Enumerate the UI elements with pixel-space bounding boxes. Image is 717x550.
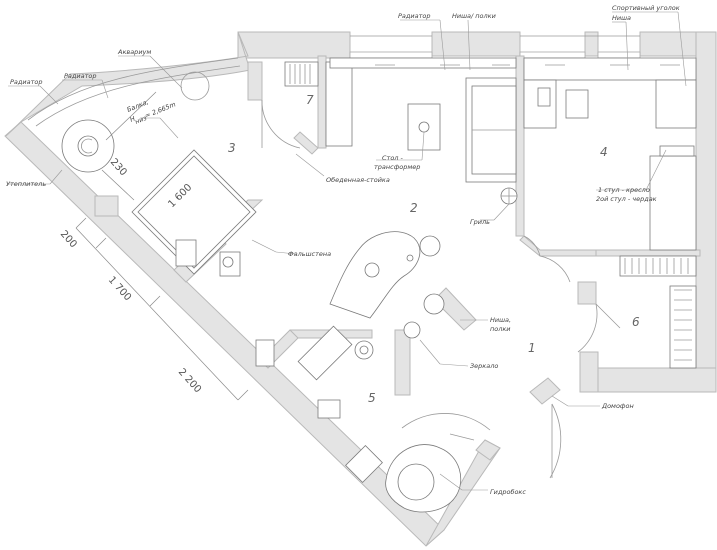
dimension-lines [75, 91, 249, 401]
outer-walls [4, 31, 717, 547]
label-chair-2: 2ой стул - чердак [596, 195, 657, 203]
label-false-wall: Фальшстена [288, 250, 331, 258]
label-sport-corner: Спортивный уголок [612, 4, 680, 12]
label-niche: Ниша [612, 14, 631, 22]
furniture [61, 57, 697, 513]
label-hydrobox: Гидробокс [490, 488, 526, 496]
label-intercom: Домофон [601, 402, 634, 410]
label-grill: Гриль [470, 218, 490, 226]
label-table-1: Стол - [382, 154, 404, 162]
room-number-2: 2 [410, 201, 418, 215]
label-mirror: Зеркало [470, 362, 498, 370]
label-niche-shelves-2: полки [490, 325, 511, 333]
room-number-1: 1 [528, 341, 536, 355]
label-table-2: трансформер [374, 163, 420, 171]
room-number-6: 6 [632, 315, 640, 329]
label-aquarium: Аквариум [117, 48, 151, 56]
label-chair-1: 1 стул - кресло [598, 186, 650, 194]
dim-2200: 2 200 [176, 367, 203, 396]
label-insulation: Утеплитель [6, 180, 46, 188]
room-numbers: 1 2 3 4 5 6 7 [228, 93, 640, 405]
room-number-3: 3 [228, 141, 236, 155]
label-bar-table: Обеденная-стойка [326, 176, 390, 184]
dim-230: 230 [108, 157, 129, 179]
windows [27, 35, 641, 127]
room-number-5: 5 [368, 391, 376, 405]
room-number-4: 4 [600, 145, 608, 159]
label-radiator-top: Радиатор [398, 12, 431, 20]
label-niche-shelf-top: Ниша/ полки [452, 12, 496, 20]
doors [261, 99, 621, 479]
leader-lines [8, 11, 687, 491]
dim-200: 200 [58, 229, 79, 251]
room-number-7: 7 [306, 93, 314, 107]
dim-1700: 1 700 [106, 275, 133, 304]
label-radiator-left-2: Радиатор [64, 72, 97, 80]
label-niche-shelves-1: Ниша, [490, 316, 511, 324]
label-radiator-left-1: Радиатор [10, 78, 43, 86]
label-beam-2: H [129, 115, 137, 124]
